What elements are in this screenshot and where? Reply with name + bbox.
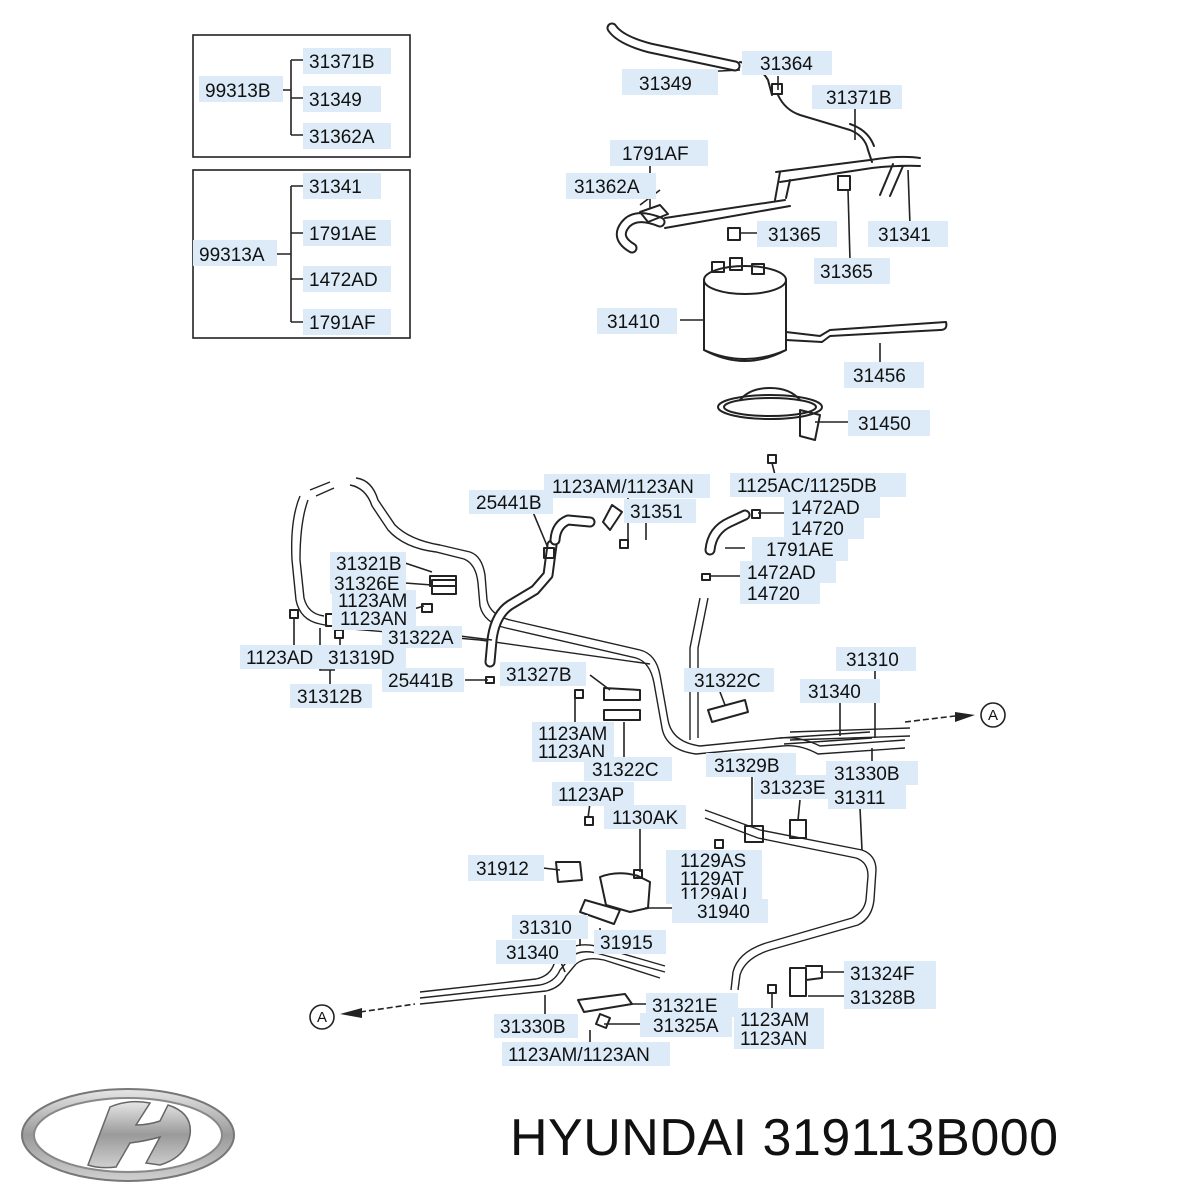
callout-label: 31321E [652,996,718,1017]
callout-label: 31341 [878,225,931,246]
callout-label: 31340 [808,682,861,703]
callout-label: 31323E [760,778,826,799]
callout-label: 31328B [850,988,916,1009]
callout-label: 1123AM/1123AN [508,1045,650,1066]
callout-label: 31371B [826,88,892,109]
callout-label: 1791AF [622,144,689,165]
part-number: 319113B000 [762,1109,1059,1167]
callout-label: 31322A [388,628,454,649]
callout-label: 31362A [574,177,640,198]
kit-item: 31341 [309,177,362,198]
callout-label: 1123AN [740,1029,807,1050]
callout-label: 31326E [334,574,400,595]
callout-label: 1472AD [791,498,860,519]
kit-item: 1791AF [309,313,376,334]
callout-label: 1130AK [612,808,679,829]
connection-arrow-left: A [309,1003,416,1030]
canister [703,257,948,362]
callout-label: 1129AS [680,851,746,872]
callout-label: 31329B [714,756,780,777]
callout-label: 1791AE [766,540,834,561]
callout-label: 31330B [500,1017,566,1038]
callout-label: 31330B [834,764,900,785]
brand-name: HYUNDAI [510,1109,748,1167]
hyundai-logo-icon [21,1088,235,1182]
callout-label: 31321B [336,554,402,575]
callout-label: 1125AC/1125DB [737,476,877,497]
callout-label: 31340 [506,943,559,964]
callout-label: 1129AT [680,869,744,890]
callout-label: 1123AM [740,1010,809,1031]
callout-label: 31325A [653,1016,719,1037]
callout-labels: 31349 31364 31371B 1791AF 31362A 31365 3… [240,51,948,1066]
callout-label: 31365 [820,262,873,283]
kit-item: 1791AE [309,224,377,245]
arrow-label: A [988,707,998,724]
callout-label: 31327B [506,665,572,686]
callout-label: 31322C [694,671,761,692]
kit-box-99313A: 99313A 31341 1791AE 1472AD 1791AF [192,169,411,339]
fuel-lines [291,477,911,755]
callout-label: 31410 [607,312,660,333]
kit-item: 31371B [309,52,375,73]
callout-label: 31365 [768,225,821,246]
arrow-label: A [317,1009,327,1026]
callout-label: 1123AN [340,609,407,630]
callout-label: 1123AM [538,724,607,745]
kit-item: 31349 [309,90,362,111]
callout-label: 31450 [858,414,911,435]
callout-label: 31940 [697,902,750,923]
callout-label: 31311 [834,788,885,809]
callout-label: 31310 [519,918,572,939]
callout-label: 1123AP [558,785,624,806]
kit-box-99313B: 99313B 31371B 31349 31362A [192,34,411,158]
callout-label: 31310 [846,650,899,671]
callout-label: 31324F [850,964,914,985]
part-caption: HYUNDAI 319113B000 [510,1108,1190,1178]
callout-label: 31322C [592,760,659,781]
callout-label: 31912 [476,859,529,880]
callout-label: 31349 [639,74,692,95]
kit-item: 1472AD [309,270,378,291]
kit-item: 31362A [309,127,375,148]
callout-label: 31319D [328,648,395,669]
callout-label: 31312B [297,687,363,708]
callout-label: 25441B [388,671,454,692]
kit-code: 99313B [205,81,271,102]
callout-label: 1123AM [338,591,407,612]
callout-label: 14720 [747,584,800,605]
callout-label: 31456 [853,366,906,387]
connection-arrow-right: A [904,702,1006,728]
canister-bracket [717,387,823,464]
callout-label: 1472AD [747,563,816,584]
callout-label: 31351 [630,502,683,523]
callout-label: 14720 [791,519,844,540]
callout-label: 1123AD [246,648,313,669]
callout-label: 31364 [760,54,813,75]
callout-label: 1123AM/1123AN [552,477,694,498]
callout-label: 25441B [476,493,542,514]
kit-code: 99313A [199,245,265,266]
callout-label: 31915 [600,933,653,954]
